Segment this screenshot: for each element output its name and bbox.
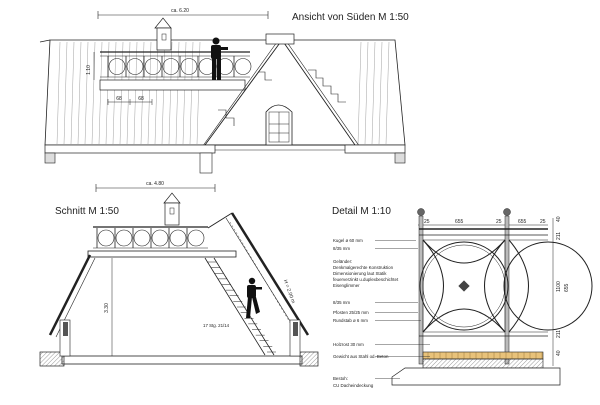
post-ball (417, 208, 425, 216)
person-figure-section (246, 277, 262, 318)
stair-ladder (204, 257, 276, 356)
south-view-title: Ansicht von Süden M 1:50 (292, 12, 409, 23)
section-deck (87, 250, 237, 258)
stairs-label: 17 Stg. 21/14 (203, 323, 230, 328)
center-rosette (458, 280, 470, 292)
section-chimney (163, 192, 181, 226)
section-height-dim: 3.30 (104, 303, 110, 313)
weight-base (422, 358, 544, 369)
post-ball (503, 208, 511, 216)
label-pfosten: Pfosten 25/25 mm (333, 310, 369, 315)
detail-top-dim-3: 25 (496, 219, 502, 225)
label-eisenglimmer: Eisenglimmer (333, 283, 360, 288)
south-width-dim: ca. 6.20 (171, 8, 189, 14)
detail-top-dim-1: 25 (424, 219, 430, 225)
leader-lines (375, 240, 430, 379)
label-denkmal: Denkmalgerechte Konstruktion (333, 265, 394, 270)
detail-rails (419, 228, 593, 337)
detail-right-dim-6: 40 (556, 350, 562, 356)
detail-labels: Kugel ø 60 mm 8/35 mm Geländer: Denkmalg… (333, 238, 399, 388)
detail-view: Detail M 1:10 25 655 25 655 25 (332, 206, 593, 388)
section-width-dim: ca. 4.80 (146, 181, 164, 187)
detail-right-dim-1: 40 (556, 216, 562, 222)
label-gelaender: Geländer: (333, 259, 352, 264)
label-bestoh: Bestoh: (333, 376, 348, 381)
detail-right-dim-3: 1100 (556, 281, 562, 292)
roof-seams (56, 41, 390, 145)
label-gewicht: Gewicht aus Stahl od. Beton (333, 354, 389, 359)
label-kugel: Kugel ø 60 mm (333, 238, 363, 243)
railing-ornaments (107, 56, 252, 77)
label-statik: Dimensionierung laut Statik (333, 271, 387, 276)
detail-top-dim-5: 25 (540, 219, 546, 225)
south-dim-a: 68 (116, 96, 122, 102)
dormer-gable (199, 33, 363, 151)
chimney-right (265, 33, 295, 45)
label-8-35-top: 8/35 mm (333, 246, 350, 251)
south-view: ca. 6.20 Ansicht von Süden M 1:50 1.10 6… (39, 8, 409, 174)
section-title: Schnitt M 1:50 (55, 206, 119, 217)
timber-deck (422, 351, 544, 360)
label-8-35-mid: 8/35 mm (333, 300, 350, 305)
south-dim-b: 68 (138, 96, 144, 102)
chimney-left (154, 17, 172, 51)
detail-right-dim-2: 211 (556, 232, 562, 240)
roof-section (48, 212, 310, 338)
detail-top-dim-2: 655 (455, 219, 464, 225)
person-figure-south (211, 37, 228, 80)
section-view: Schnitt M 1:50 ca. 4.80 (39, 181, 319, 367)
label-verzinkt: feuerverzinkt u.duplexbeschichtet (333, 277, 399, 282)
south-height-dim: 1.10 (86, 65, 92, 75)
terrace-platform (99, 79, 246, 91)
railing-section (93, 226, 208, 249)
headroom-line (229, 221, 293, 327)
label-rundstab: Rundstab ø 6 mm (333, 318, 368, 323)
detail-right-dim-5: 211 (556, 330, 562, 338)
eaves-gutter (44, 144, 406, 174)
roof-base-detail (391, 367, 561, 386)
label-holzrost: Holzrost 30 mm (333, 342, 364, 347)
section-floor (39, 319, 319, 367)
railing-ornaments (96, 228, 205, 248)
headroom-dim: H = 2.00 m (282, 279, 296, 304)
railing-south (100, 51, 252, 78)
detail-top-dim-4: 655 (518, 219, 527, 225)
detail-title: Detail M 1:10 (332, 206, 391, 217)
label-cu-dach: CU Dacheindeckung (333, 383, 374, 388)
detail-right-dim-4: 655 (564, 283, 570, 292)
